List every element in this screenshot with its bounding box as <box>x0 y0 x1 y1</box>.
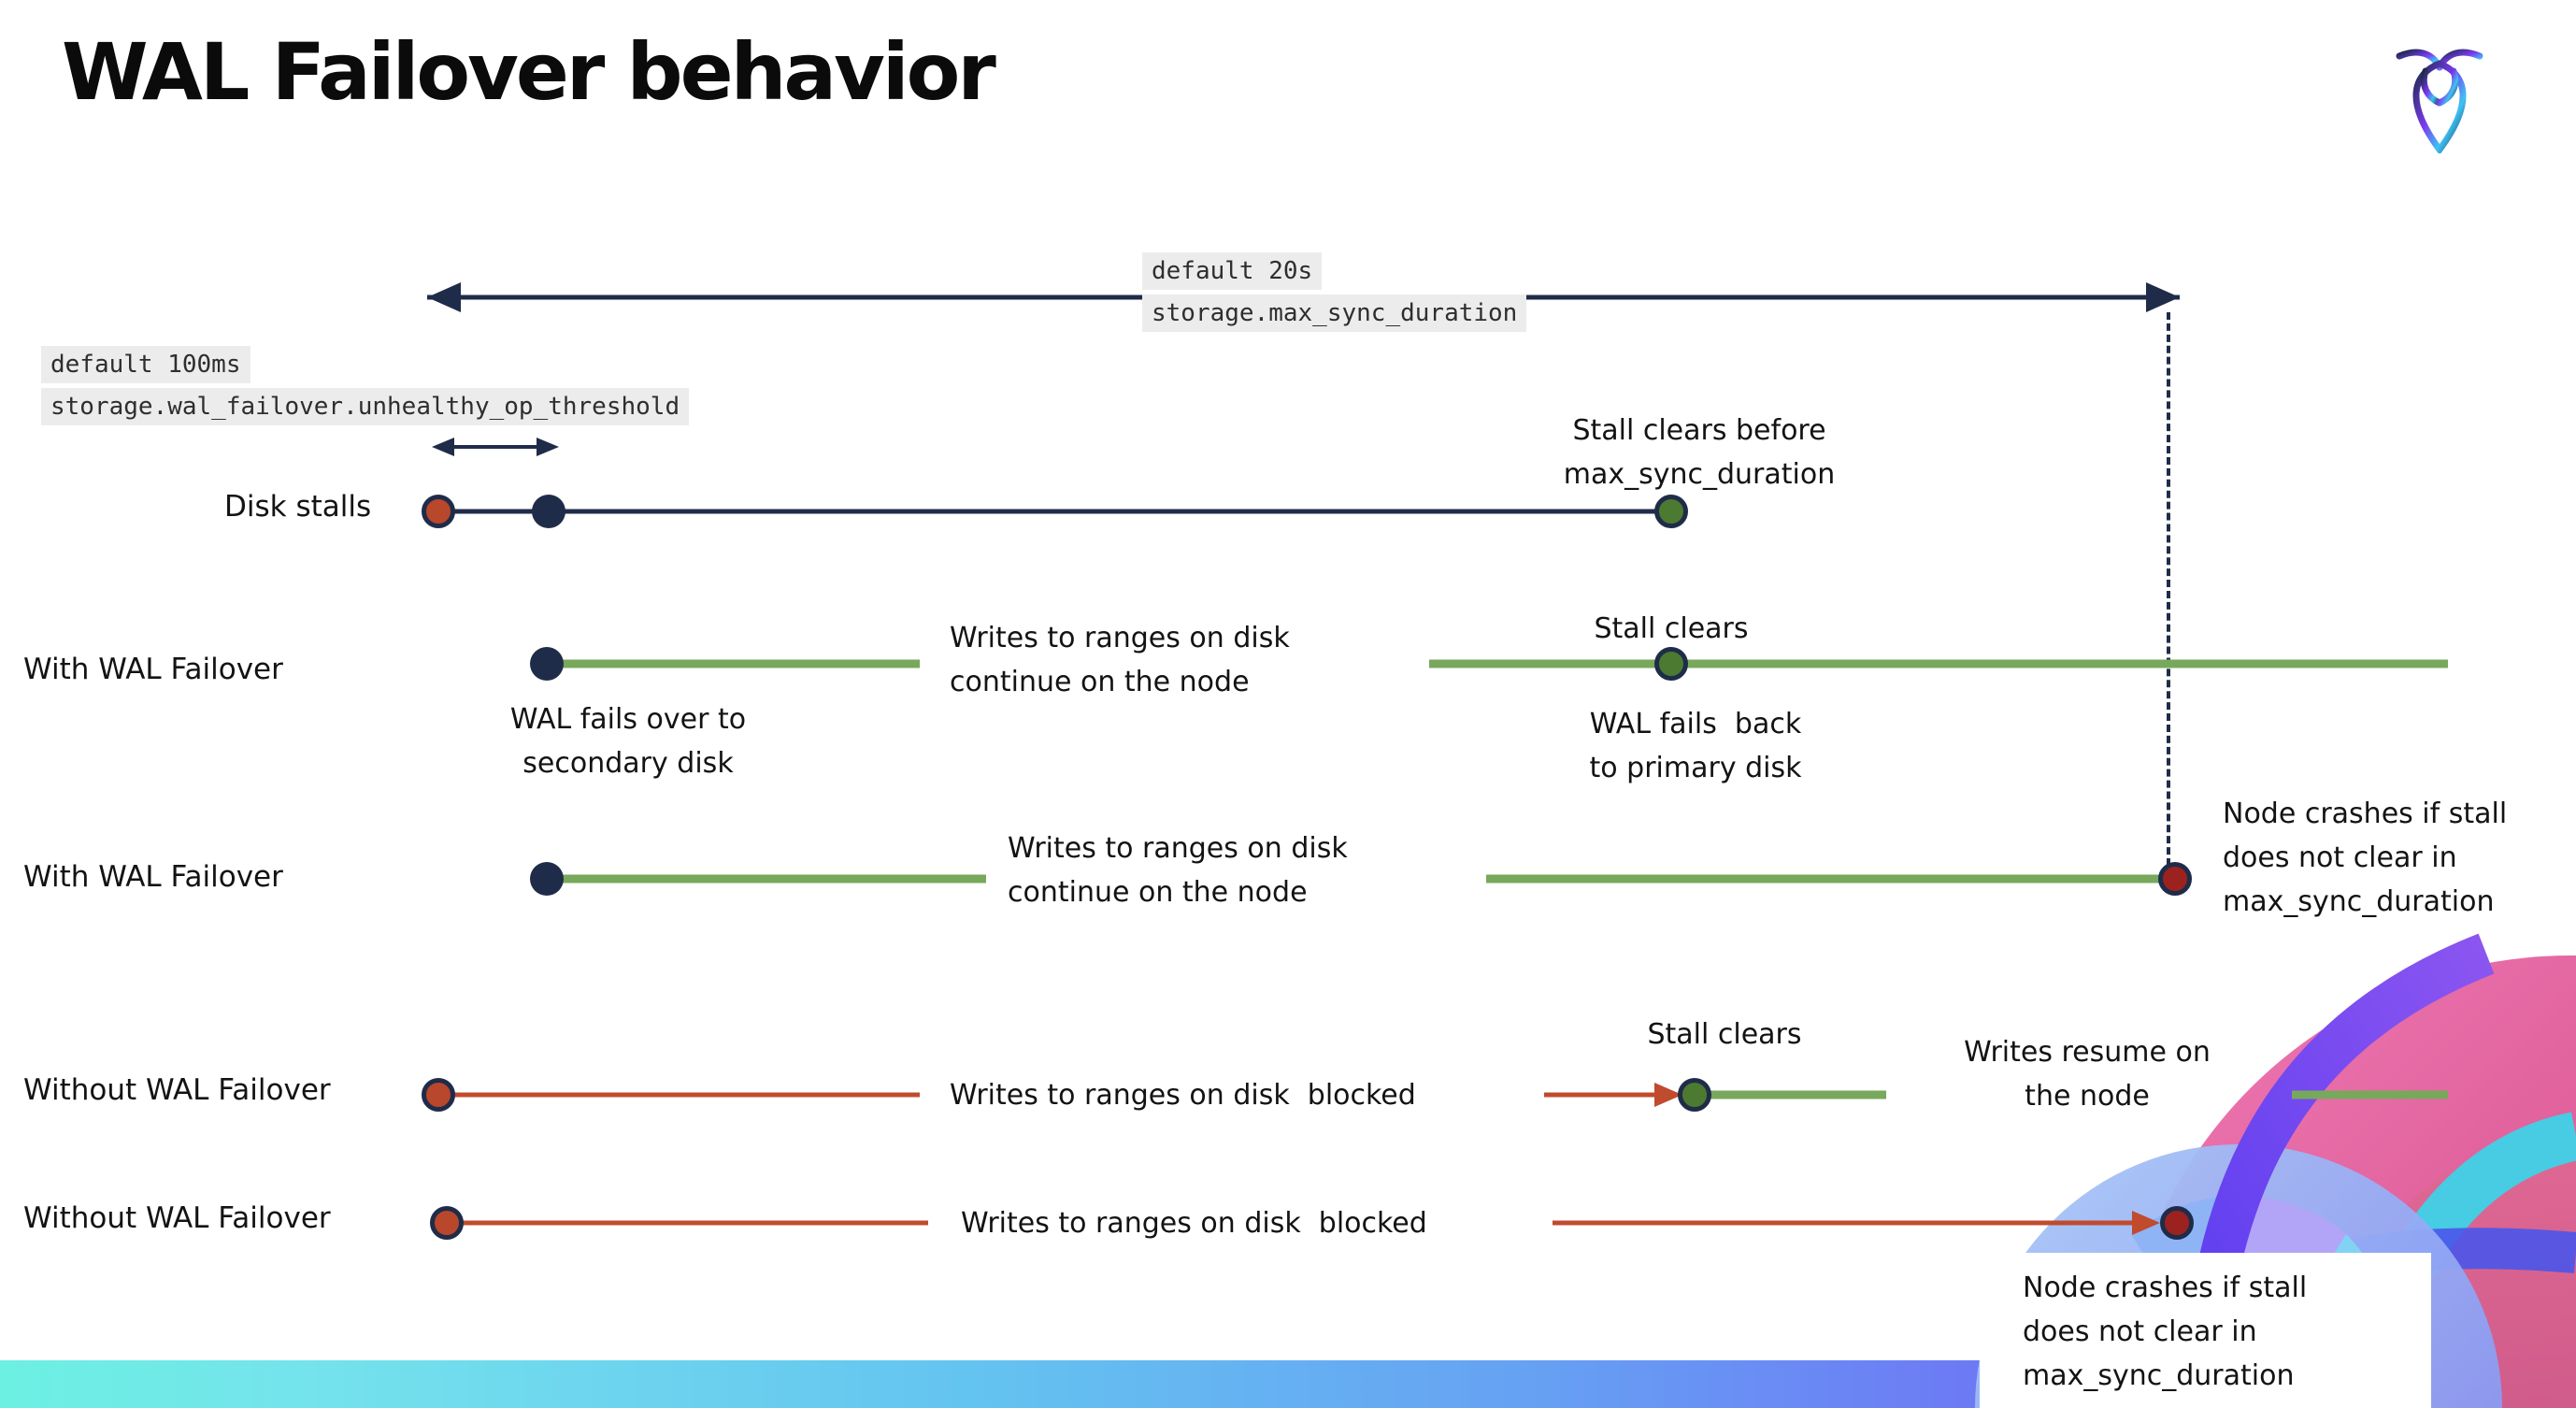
note-node-crashes: Node crashes if stall does not clear in … <box>2223 797 2508 918</box>
arrowhead-left-icon <box>432 438 454 456</box>
row-label-with-wal-failover: With WAL Failover <box>23 653 283 686</box>
stall-clears-dot <box>1678 1078 1711 1112</box>
row-label-without-wal-failover: Without WAL Failover <box>23 1073 331 1107</box>
note-writes-continue: Writes to ranges on disk continue on the… <box>950 622 1290 698</box>
note-stall-clears: Stall clears <box>1647 1018 1802 1051</box>
note-stall-clears-before: Stall clears before max_sync_duration <box>1563 414 1836 491</box>
crash-note-box: Node crashes if stall does not clear in … <box>1980 1253 2431 1408</box>
disk-stall-start-dot <box>422 1078 455 1112</box>
node-crash-dot <box>2160 1206 2194 1240</box>
writes-blocked-segment <box>1544 1092 1660 1098</box>
red-arrowhead-icon <box>2132 1211 2160 1235</box>
arrowhead-left-icon <box>427 282 461 312</box>
row-label-disk-stalls: Disk stalls <box>224 490 372 524</box>
note-wal-fails-over: WAL fails over to secondary disk <box>509 703 747 780</box>
writes-resume-segment <box>2292 1090 2448 1099</box>
node-crash-dot <box>2158 862 2192 896</box>
setting-default-value: default 20s <box>1142 252 1323 290</box>
max-sync-deadline-dashed-line <box>2167 312 2170 866</box>
arrowhead-right-icon <box>537 438 559 456</box>
writes-blocked-segment <box>1553 1220 2136 1226</box>
writes-blocked-segment <box>454 1092 920 1098</box>
max-sync-duration-label: default 20s storage.max_sync_duration <box>1142 252 1527 332</box>
setting-default-value: default 100ms <box>41 346 250 383</box>
disk-stall-start-dot <box>430 1206 464 1240</box>
writes-continue-segment <box>561 874 986 884</box>
cockroachdb-logo-icon <box>2396 49 2483 153</box>
note-writes-blocked: Writes to ranges on disk blocked <box>950 1079 1416 1112</box>
threshold-span-line <box>439 445 551 449</box>
note-writes-blocked: Writes to ranges on disk blocked <box>961 1207 1427 1240</box>
failover-start-dot <box>530 862 564 896</box>
writes-continue-segment <box>561 659 920 668</box>
failover-start-dot <box>530 647 564 681</box>
threshold-reached-dot <box>532 495 565 528</box>
stall-detect-segment <box>447 509 548 514</box>
unhealthy-op-threshold-label: default 100ms storage.wal_failover.unhea… <box>41 346 690 425</box>
note-wal-fails-back: WAL fails back to primary disk <box>1589 708 1802 784</box>
row-label-without-wal-failover: Without WAL Failover <box>23 1201 331 1235</box>
note-writes-continue: Writes to ranges on disk continue on the… <box>1008 832 1348 909</box>
disk-stall-start-dot <box>422 495 455 528</box>
note-node-crashes: Node crashes if stall does not clear in … <box>2023 1272 2308 1392</box>
stall-clears-dot <box>1654 495 1688 528</box>
writes-continue-segment <box>1429 659 2448 668</box>
writes-continue-segment <box>1486 874 2168 884</box>
row-label-with-wal-failover: With WAL Failover <box>23 860 283 894</box>
writes-blocked-segment <box>463 1220 928 1226</box>
setting-name: storage.wal_failover.unhealthy_op_thresh… <box>41 388 690 425</box>
note-writes-resume: Writes resume on the node <box>1964 1036 2211 1113</box>
page-title: WAL Failover behavior <box>62 26 996 118</box>
note-stall-clears: Stall clears <box>1594 612 1749 645</box>
arrowhead-right-icon <box>2146 282 2180 312</box>
writes-resume-segment <box>1710 1090 1886 1099</box>
stall-duration-segment <box>561 509 1671 514</box>
setting-name: storage.max_sync_duration <box>1142 295 1527 332</box>
stall-clears-dot <box>1654 647 1688 681</box>
